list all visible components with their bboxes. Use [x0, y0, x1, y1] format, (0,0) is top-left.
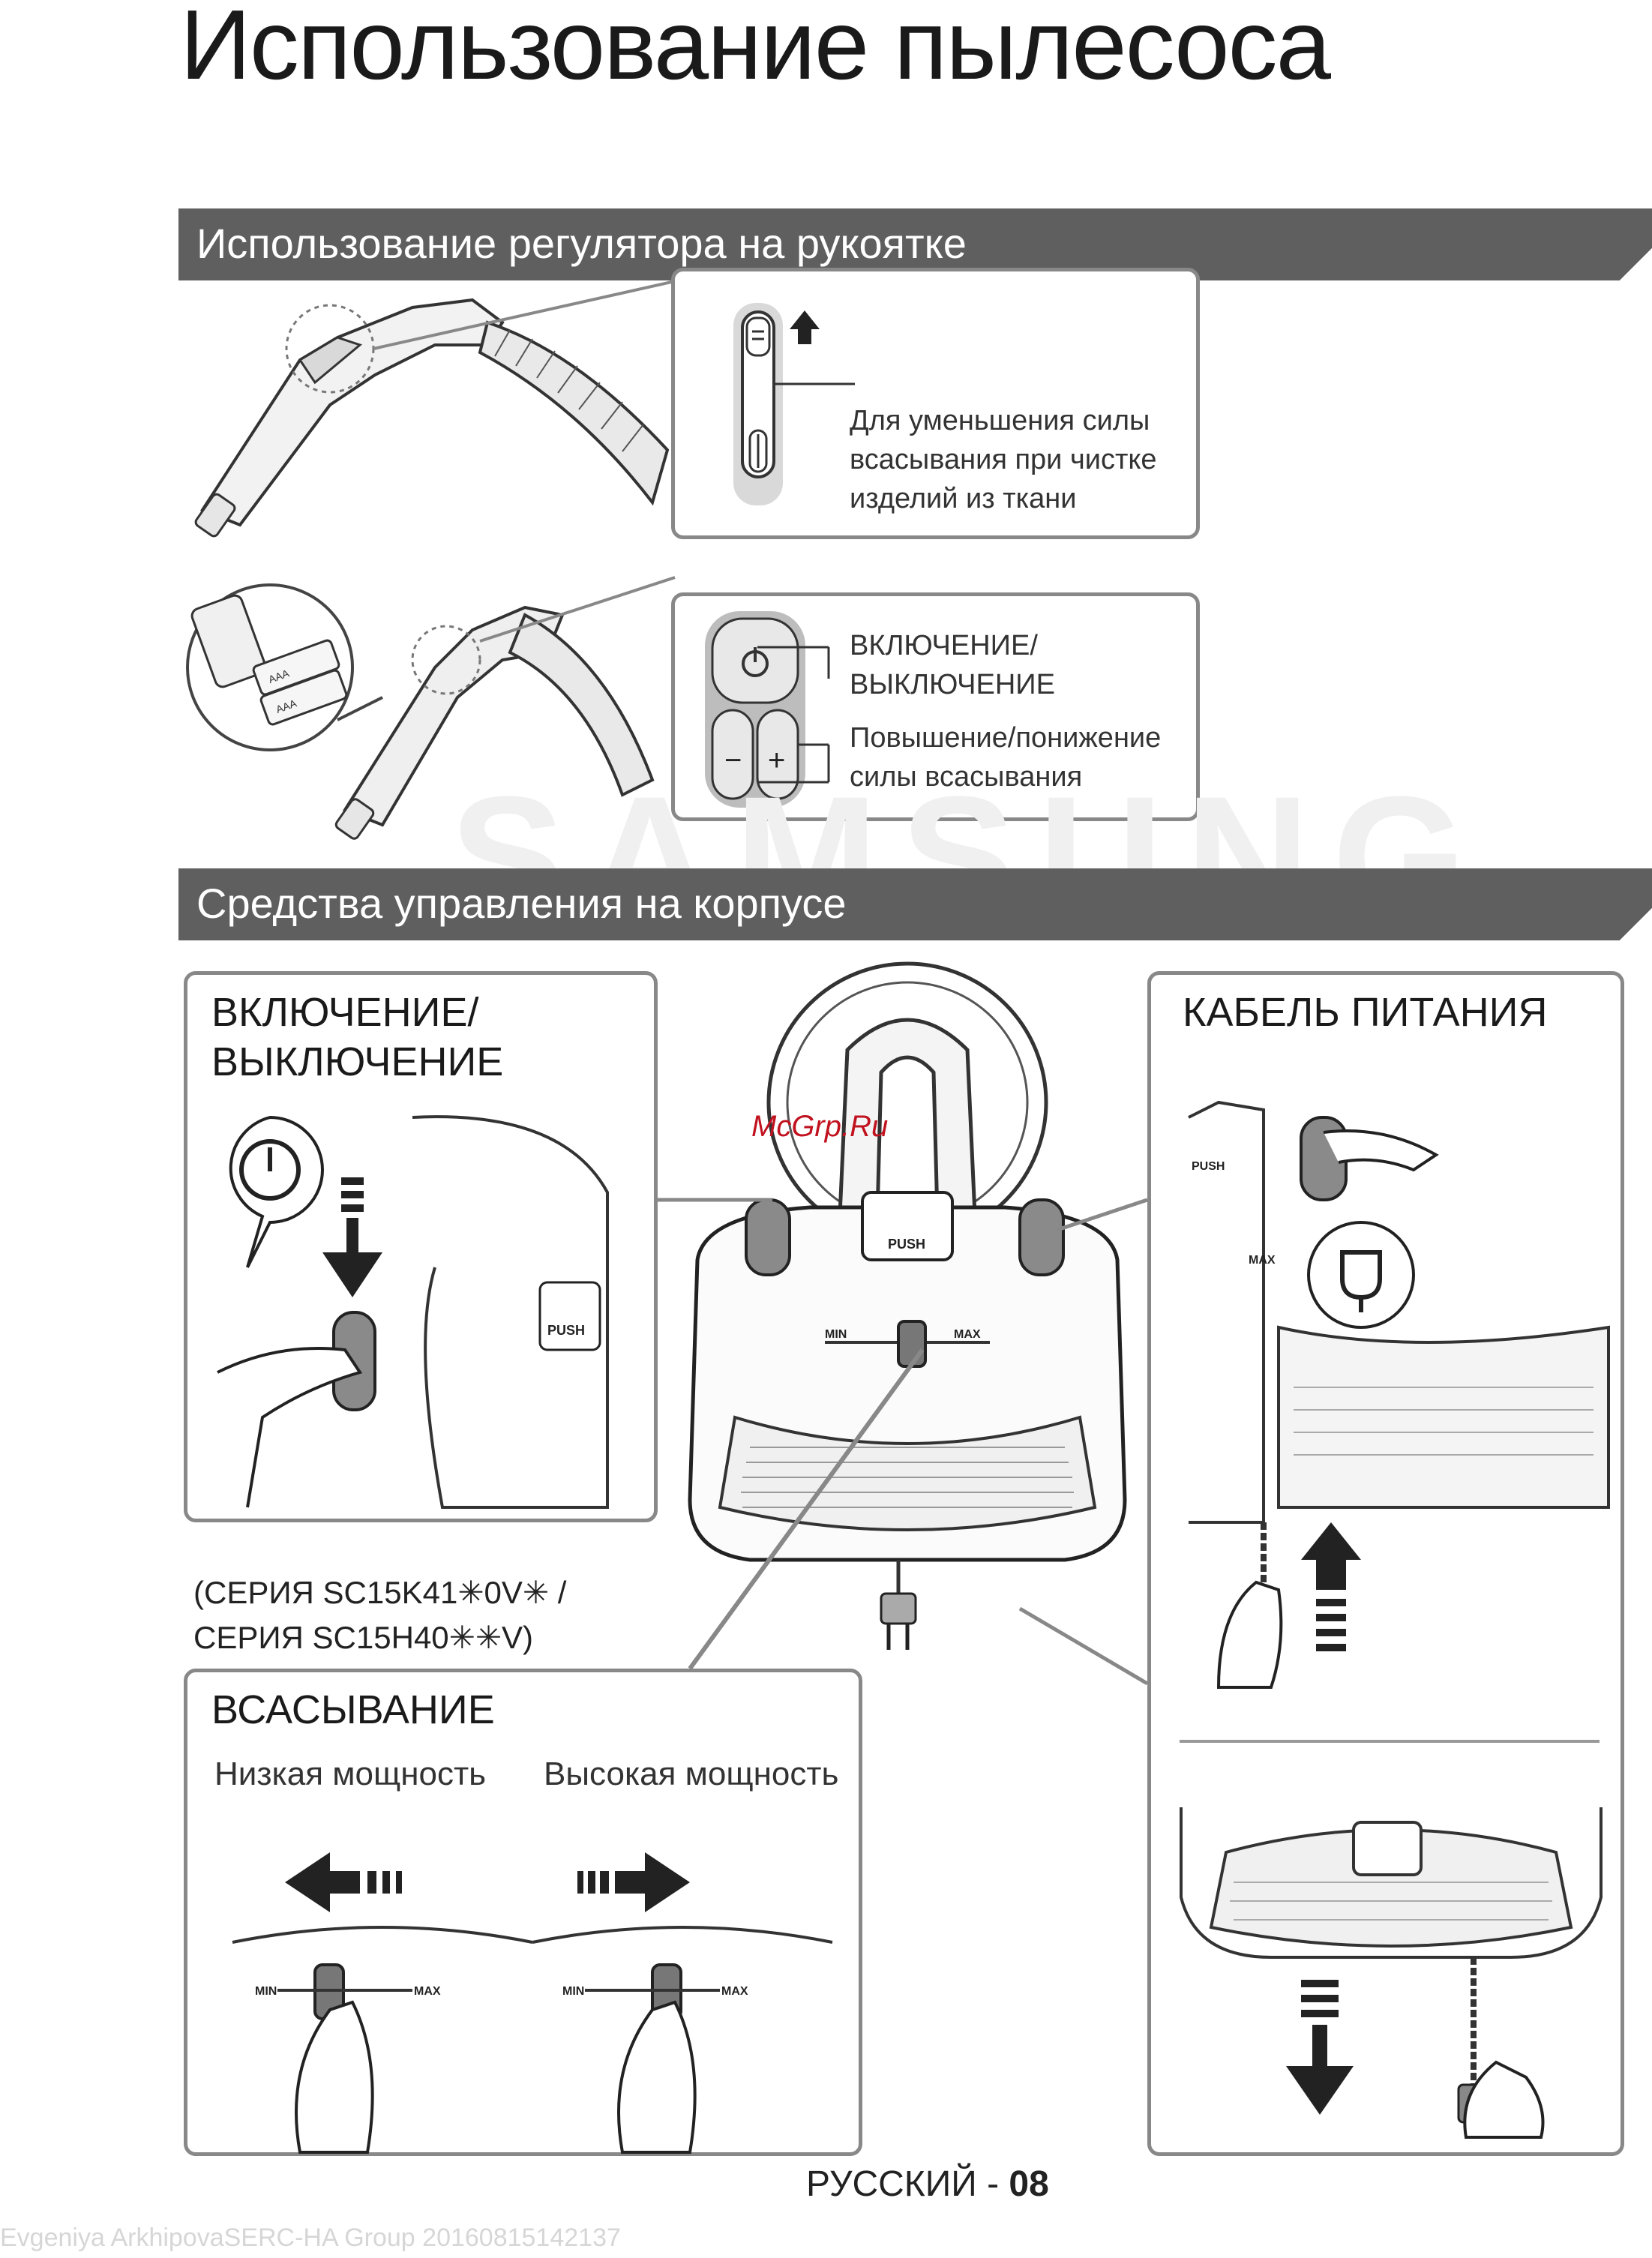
suction-max-label-2: MAX — [721, 1985, 748, 1998]
footer-language: РУССКИЙ - — [806, 2164, 1009, 2204]
slider-text-2: всасывания при чистке — [850, 444, 1157, 475]
cable-heading: КАБЕЛЬ ПИТАНИЯ — [1183, 990, 1548, 1035]
body-power-push-label: PUSH — [547, 1323, 585, 1338]
suction-low-label: Низкая мощность — [214, 1756, 487, 1792]
suction-slider-illustrations: MIN MAX MIN MAX — [232, 1852, 833, 2154]
body-cable-box: КАБЕЛЬ ПИТАНИЯ PUSH MAX — [1147, 971, 1624, 2156]
section-heading-handle: Использование регулятора на рукоятке — [196, 220, 967, 267]
page-footer: РУССКИЙ - 08 — [806, 2164, 1049, 2205]
section-header-handle: Использование регулятора на рукоятке — [178, 208, 1652, 280]
handle-slider-icon — [733, 303, 820, 505]
suction-high-label: Высокая мощность — [544, 1756, 839, 1792]
body-power-heading-2: ВЫКЛЮЧЕНИЕ — [211, 1039, 504, 1084]
suction-heading: ВСАСЫВАНИЕ — [211, 1687, 495, 1732]
button-callout-box: − + ВКЛЮЧЕНИЕ/ ВЫКЛЮЧЕНИЕ Повышение/пони… — [671, 592, 1200, 821]
vacuum-min-label: MIN — [825, 1328, 847, 1341]
page-title: Использование пылесоса — [180, 0, 1331, 100]
suction-min-label-2: MIN — [562, 1985, 584, 1998]
body-power-heading-1: ВКЛЮЧЕНИЕ/ — [211, 990, 479, 1035]
body-power-box: ВКЛЮЧЕНИЕ/ ВЫКЛЮЧЕНИЕ PUSH — [184, 971, 658, 1522]
body-power-illustration: PUSH — [217, 1115, 609, 1509]
cable-push-label: PUSH — [1192, 1160, 1225, 1173]
cable-retract-illustration: PUSH MAX — [1188, 1100, 1610, 1689]
slider-text-3: изделий из ткани — [850, 483, 1077, 514]
vacuum-max-label: MAX — [954, 1328, 981, 1341]
minus-button-icon: − — [724, 744, 742, 777]
site-watermark: McGrp.Ru — [751, 1110, 889, 1143]
suction-min-label-1: MIN — [255, 1985, 277, 1998]
suction-text-1: Повышение/понижение — [850, 722, 1162, 754]
page-number: 08 — [1009, 2164, 1049, 2204]
vacuum-cleaner-illustration: PUSH MIN MAX — [688, 961, 1127, 1650]
slider-callout-box: Для уменьшения силы всасывания при чистк… — [671, 268, 1200, 539]
plus-button-icon: + — [768, 744, 785, 777]
series-text-2: СЕРИЯ SC15H40✳✳V) — [193, 1620, 534, 1655]
section-header-body: Средства управления на корпусе — [178, 868, 1652, 940]
series-text-1: (СЕРИЯ SC15K41✳0V✳ / — [193, 1575, 567, 1610]
suction-text-2: силы всасывания — [850, 761, 1083, 793]
handle-buttons-icon: − + — [705, 611, 805, 808]
power-text-1: ВКЛЮЧЕНИЕ/ — [850, 630, 1038, 661]
bottom-watermark: Evgeniya ArkhipovaSERC-HA Group 20160815… — [0, 2224, 621, 2252]
cable-pull-illustration — [1180, 1807, 1603, 2139]
power-text-2: ВЫКЛЮЧЕНИЕ — [850, 669, 1055, 700]
slider-text-1: Для уменьшения силы — [850, 405, 1150, 436]
suction-max-label-1: MAX — [414, 1985, 441, 1998]
section-heading-body: Средства управления на корпусе — [196, 880, 847, 927]
remote-handle-illustration: AAA AAA — [186, 576, 676, 840]
button-leader-lines — [757, 646, 830, 784]
vacuum-push-label: PUSH — [888, 1237, 925, 1252]
slider-leader-line — [772, 382, 855, 385]
body-suction-box: ВСАСЫВАНИЕ Низкая мощность Высокая мощно… — [184, 1669, 862, 2156]
cable-max-label: MAX — [1249, 1254, 1276, 1267]
hose-handle-illustration — [194, 280, 676, 538]
cable-divider — [1180, 1740, 1600, 1743]
